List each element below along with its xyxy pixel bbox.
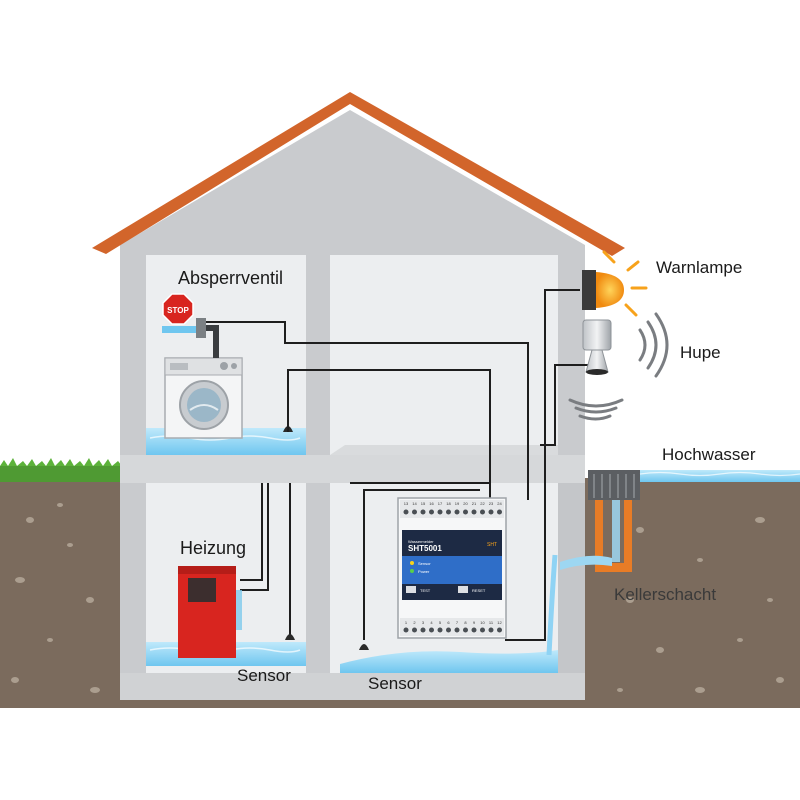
label-heizung: Heizung [180,538,247,558]
device-button-2: RESET [472,588,486,593]
horn-icon [582,319,612,375]
top-terminal-label: 18 [446,501,451,506]
room-upper-right [330,255,558,455]
bottom-terminal-label: 9 [473,620,476,625]
label-hupe: Hupe [680,343,721,362]
top-terminal-label: 17 [438,501,443,506]
bottom-terminal-label: 7 [456,620,459,625]
bottom-terminal-label: 6 [447,620,450,625]
top-terminal-label: 19 [455,501,460,506]
label-kellerschacht: Kellerschacht [614,585,717,604]
faucet-icon [162,318,219,358]
flood-water [639,470,800,482]
floor-slab [120,455,585,483]
device-button-1: TEST [420,588,431,593]
device-brand: SHT [487,542,497,548]
bottom-terminal-label: 2 [413,620,416,625]
top-terminal-label: 24 [497,501,502,506]
water-sensor-icon [359,644,369,650]
top-terminal-label: 21 [472,501,477,506]
ground-pebbles [11,503,784,693]
cellar-shaft [560,470,640,572]
stop-sign-text: STOP [167,306,189,315]
washing-machine-icon [164,357,243,439]
cables [206,289,588,641]
bottom-terminal-label: 12 [497,620,502,625]
bottom-terminal-label: 5 [439,620,442,625]
bottom-terminal-label: 1 [405,620,408,625]
bottom-terminal-label: 8 [464,620,467,625]
device-indicator-1: Sensor [418,561,431,566]
device-indicator-2: Power [418,569,430,574]
water-sensor-icon [285,634,295,640]
water-basement-right [340,554,558,673]
top-terminal-label: 22 [480,501,485,506]
bottom-terminal-label: 10 [480,620,485,625]
device-title: Wassermelder [408,539,434,544]
label-absperrventil: Absperrventil [178,268,284,288]
top-terminal-label: 14 [412,501,417,506]
grass-left [0,466,120,482]
stop-sign-icon: STOP [162,293,194,325]
bottom-terminal-label: 3 [422,620,425,625]
top-terminal-label: 20 [463,501,468,506]
heater-icon [178,566,242,658]
top-terminal-label: 23 [489,501,494,506]
bottom-terminal-label: 11 [489,620,494,625]
top-terminal-label: 13 [404,501,409,506]
label-sensor-left: Sensor [237,666,291,685]
sound-waves-icon [568,312,669,421]
top-terminal-label: 15 [421,501,426,506]
label-sensor-right: Sensor [368,674,422,693]
label-warnlampe: Warnlampe [656,258,743,277]
warning-lamp-icon [582,250,648,317]
label-hochwasser: Hochwasser [662,445,756,464]
device-model: SHT5001 [408,544,442,553]
bottom-terminal-label: 4 [430,620,433,625]
top-terminal-label: 16 [429,501,434,506]
